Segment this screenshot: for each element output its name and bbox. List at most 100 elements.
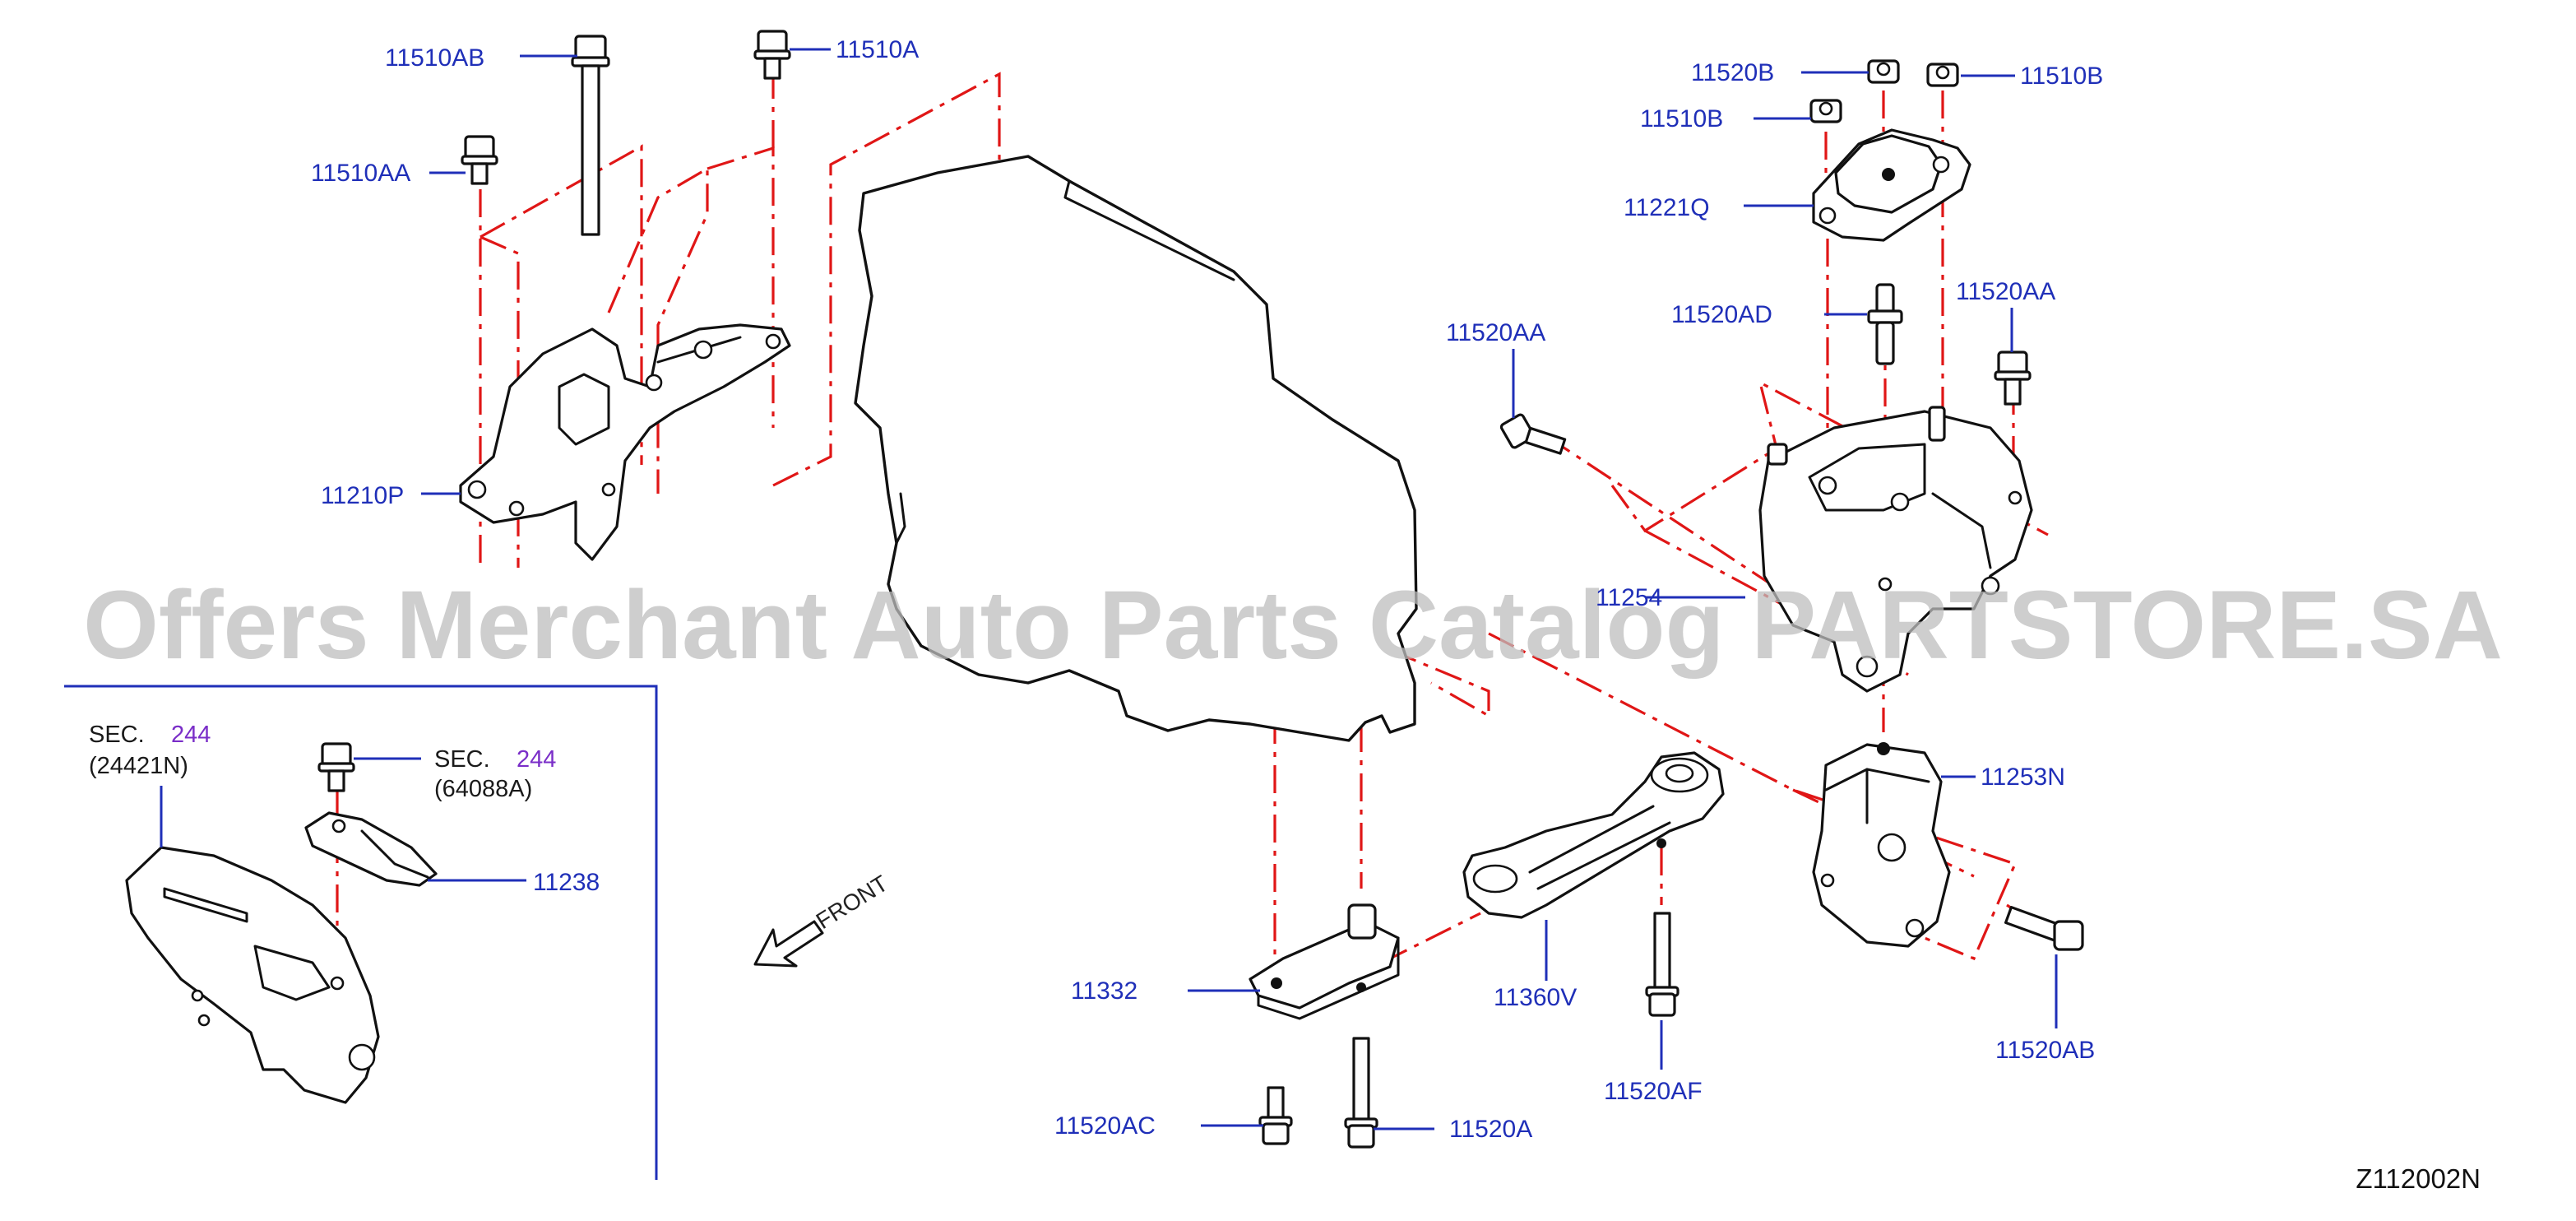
bracket-plate [1249,920,1400,1010]
part-label-11221q: 11221Q [1624,194,1710,221]
rod-rib [1536,821,1671,890]
mount-hole [1818,207,1837,225]
bolt-head [1648,992,1676,1017]
bolt-11520ac [1258,1086,1293,1145]
bolt-shank [1267,1086,1285,1121]
part-label-11510a-top: 11510A [836,36,919,63]
part-label-11510b-right: 11510B [2020,63,2103,90]
bracket-hole [508,500,525,517]
watermark-text: Offers Merchant Auto Parts Catalog PARTS… [83,571,2503,680]
bracket-hole [645,374,663,392]
bolt-shank [470,162,489,185]
bracket-hole [765,333,781,350]
part-label-11510b-left: 11510B [1640,105,1723,132]
rod-bushing [1472,864,1518,894]
bracket-stud [1928,406,1946,442]
rod-center [1656,838,1666,848]
sec-code: (64088A) [434,776,532,802]
sec-number: 244 [517,746,556,773]
part-label-11520ac: 11520AC [1054,1112,1156,1140]
nut-hole [1876,62,1891,77]
figure-code: Z112002N [2356,1163,2481,1194]
part-label-11254: 11254 [1596,584,1662,611]
mount-11221q [1812,128,1971,242]
mount-hole [1905,918,1925,938]
assembly-line [480,144,643,465]
bracket-hole [1818,476,1837,495]
front-direction-arrow: FRONT [753,870,892,968]
bolt-shank [1524,426,1567,455]
bolt-head [2053,920,2084,951]
bolt-shank [2004,378,2022,406]
part-label-11520a-bottom: 11520A [1449,1116,1532,1143]
sec-prefix: SEC. [434,746,490,773]
bolt-shank [763,57,781,80]
nut-hole [1818,101,1833,116]
bolt-11510a-top [753,30,791,80]
bracket-boss [1347,903,1377,940]
mount-hole [1820,873,1835,888]
bracket-hole [331,819,346,833]
sec-reference-1: SEC. 244 (24421N) [89,722,211,779]
case-hole [330,976,345,991]
assembly-line [772,72,1001,487]
sec-number: 244 [171,722,211,748]
bracket-11210p [459,323,791,561]
part-labels: 11510AB 11510A 11510AA 11210P 11520B 115… [311,36,2103,1143]
bracket-hole [1890,492,1910,512]
bracket-hole [1271,977,1282,989]
part-label-11510aa: 11510AA [311,160,410,187]
rod-rib [1528,805,1655,874]
bracket-hole [601,482,616,497]
stud-bottom [1875,321,1895,365]
bracket-hole [1356,982,1366,992]
stud-11520ad [1867,283,1903,365]
engine-block-outline [854,155,1418,742]
bracket-body [459,323,791,561]
nut-11520b [1867,59,1900,84]
rod-body [1462,751,1725,919]
nut-11510b-left [1809,99,1842,123]
mount-11253n [1812,742,1951,948]
inset-transmission-case [125,846,380,1104]
stud-top [1875,283,1895,314]
bolt-head [321,742,352,767]
bolt-head [1347,1124,1375,1149]
bracket-hole [1981,576,2000,596]
part-label-11520ab: 11520AB [1995,1037,2095,1064]
bolt-head [1262,1122,1290,1145]
part-label-11520aa-left: 11520AA [1446,319,1545,346]
sec-reference-2: SEC. 244 (64088A) [434,746,556,802]
bolt-shank [1352,1037,1370,1122]
bracket-11238 [304,811,438,887]
part-label-11253n: 11253N [1981,764,2065,791]
part-label-11210p: 11210P [321,482,404,509]
bolt-11510aa [461,135,498,185]
bracket-detail [360,829,429,879]
part-label-11360v: 11360V [1494,984,1577,1011]
nut-11510b-right [1926,63,1959,87]
bolt-11520aa-right [1994,351,2032,406]
part-label-11510ab: 11510AB [385,44,484,72]
bolt-shank [327,769,345,792]
leader-lines [160,48,2058,1130]
bracket-hole [1856,655,1879,678]
bracket-hole [467,480,487,499]
bracket-detail [1931,492,1992,569]
assembly-line [607,166,709,494]
inset-frame [64,685,658,1180]
part-label-11520b: 11520B [1691,59,1774,86]
torque-rod-11360v [1462,751,1725,919]
bolt-head [757,30,788,54]
bolt-head [464,135,495,160]
bolt-shank [1653,912,1671,991]
bracket-11254 [1758,406,2033,693]
bracket-11332 [1249,903,1400,1020]
bracket-detail [1808,443,1926,512]
part-label-11520aa-right: 11520AA [1956,278,2055,305]
bracket-detail [558,373,610,446]
engine-detail-line [1063,179,1235,281]
part-label-11520ad: 11520AD [1671,301,1772,328]
bolt-head [1997,351,2028,375]
